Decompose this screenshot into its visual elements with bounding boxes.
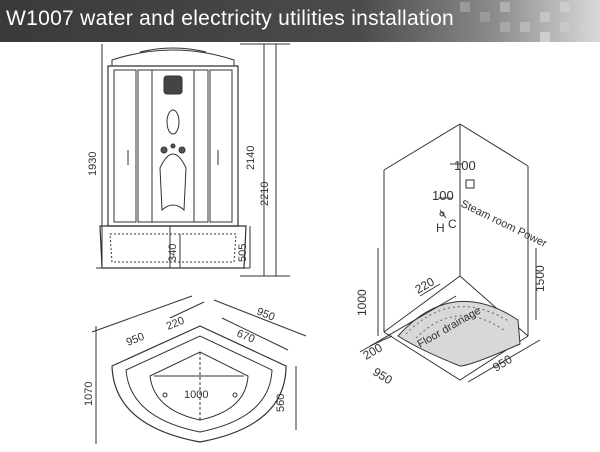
dim-h100-top: 100 [454,158,476,173]
label-cold: C [448,217,457,231]
dim-depth-right: 560 [275,394,287,412]
dim-base-950-left: 950 [370,365,395,388]
dim-inner-right: 670 [235,328,257,346]
dim-tray: 505 [237,244,249,262]
dim-side-right: 950 [255,306,277,324]
iso-view [359,123,541,383]
dim-drain-220: 220 [413,274,438,296]
dim-height-1000: 1000 [355,289,369,316]
dim-width-inner: 1000 [184,389,208,401]
dim-h100-mid: 100 [432,188,454,203]
label-steam-power: Steam room Power [459,198,549,250]
dim-height-1500: 1500 [533,265,547,292]
label-hot: H [436,221,445,235]
dim-tap: 340 [167,244,179,262]
front-view [96,43,290,277]
top-view [91,295,307,444]
dim-side-left: 950 [125,331,147,349]
title-bar: W1007 water and electricity utilities in… [0,0,600,42]
dim-total-a: 2140 [245,146,257,170]
dim-tray-left: 220 [165,315,187,333]
dim-cabin: 1930 [87,152,99,176]
dim-depth-left: 1070 [83,382,95,406]
dim-drain-200: 200 [361,340,386,362]
page-title: W1007 water and electricity utilities in… [6,7,455,30]
dim-total-b: 2210 [259,182,271,206]
